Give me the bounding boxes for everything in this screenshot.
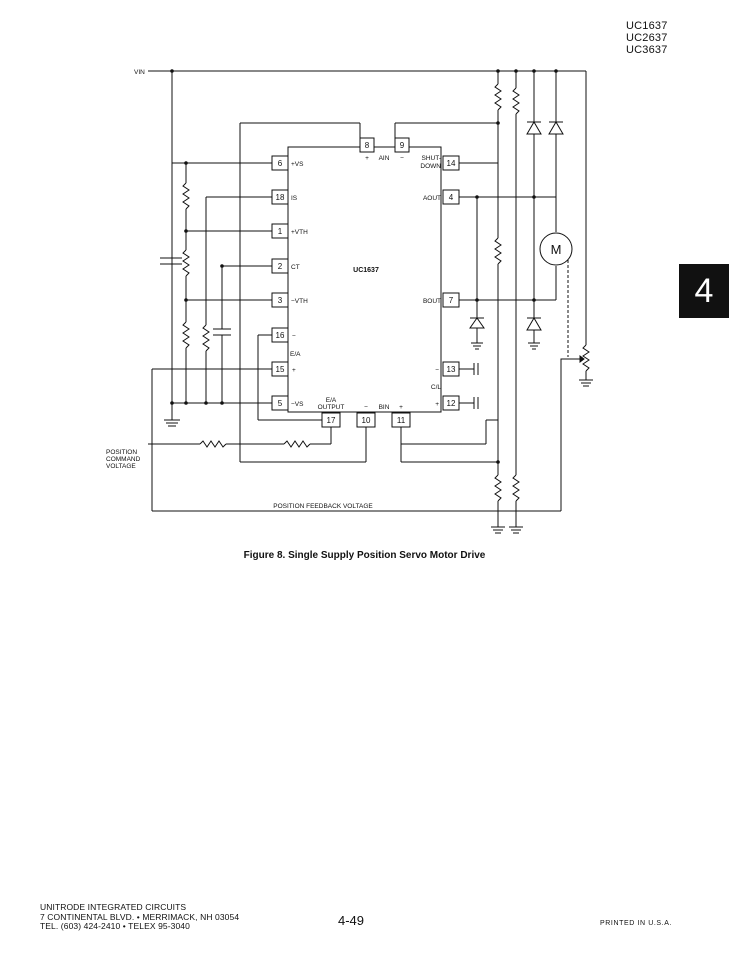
pin-label: + (399, 404, 403, 411)
pin-number: 17 (327, 416, 336, 425)
pin-number: 15 (276, 365, 285, 374)
pin-label: IS (291, 195, 298, 202)
pin-number: 18 (276, 193, 285, 202)
pin-number: 10 (362, 416, 371, 425)
ic-label: UC1637 (353, 267, 379, 274)
part-numbers: UC1637 UC2637 UC3637 (626, 20, 668, 56)
pin-number: 11 (397, 416, 406, 425)
pin-number: 13 (447, 365, 456, 374)
bout-label: BOUT (423, 298, 441, 305)
pin-number: 5 (278, 399, 283, 408)
motor-label: M (551, 242, 562, 257)
pin-number: 6 (278, 159, 283, 168)
pin-number: 1 (278, 227, 283, 236)
section-tab: 4 (679, 264, 729, 318)
part-number: UC1637 (626, 20, 668, 32)
shutdown-label: SHUT- (422, 155, 442, 162)
ain-label: AIN (379, 155, 390, 162)
address-line: TEL. (603) 424-2410 • TELEX 95-3040 (40, 921, 190, 931)
position-command-label: COMMAND (106, 456, 141, 463)
pin-label: − (364, 404, 368, 411)
position-command-label: POSITION (106, 449, 137, 456)
pin-label: + (365, 155, 369, 162)
part-number: UC2637 (626, 32, 668, 44)
pin-label: − (292, 333, 296, 340)
position-command-label: VOLTAGE (106, 463, 136, 470)
bin-label: BIN (379, 404, 390, 411)
pin-label: −VTH (291, 298, 308, 305)
address-line: 7 CONTINENTAL BLVD. • MERRIMACK, NH 0305… (40, 911, 240, 922)
pin-number: 14 (447, 159, 456, 168)
ea-output-label: OUTPUT (318, 404, 345, 411)
pin-label: + (435, 401, 439, 408)
pin-number: 7 (449, 296, 454, 305)
pin-number: 2 (278, 262, 283, 271)
pin-number: 16 (276, 331, 285, 340)
pin-label: −VS (291, 401, 304, 408)
printed-note: PRINTED IN U.S.A. (600, 920, 673, 927)
page-number: 4-49 (338, 913, 365, 928)
pin-number: 4 (449, 193, 454, 202)
cl-label: C/L (431, 384, 442, 391)
footer-address: UNITRODE INTEGRATED CIRCUITS 7 CONTINENT… (40, 902, 240, 932)
ea-output-label: E/A (326, 397, 337, 404)
vin-label: VIN (134, 69, 145, 76)
pin-label: + (292, 367, 296, 374)
pin-label: CT (291, 264, 300, 271)
pin-label: − (400, 155, 404, 162)
address-line: UNITRODE INTEGRATED CIRCUITS (40, 902, 187, 912)
pin-number: 12 (447, 399, 456, 408)
pin-label: − (435, 367, 439, 374)
pin-number: 8 (365, 141, 370, 150)
figure-caption: Figure 8. Single Supply Position Servo M… (243, 550, 486, 561)
pin-number: 9 (400, 141, 405, 150)
pin-label: +VS (291, 161, 304, 168)
shutdown-label: DOWN (420, 163, 441, 170)
pin-label: +VTH (291, 229, 308, 236)
schematic-diagram: 8 9 6 18 1 2 3 16 15 5 14 4 7 13 12 17 1… (106, 69, 593, 534)
position-feedback-label: POSITION FEEDBACK VOLTAGE (273, 503, 373, 510)
pin-number: 3 (278, 296, 283, 305)
part-number: UC3637 (626, 44, 668, 56)
ea-label: E/A (290, 351, 301, 358)
aout-label: AOUT (423, 195, 441, 202)
